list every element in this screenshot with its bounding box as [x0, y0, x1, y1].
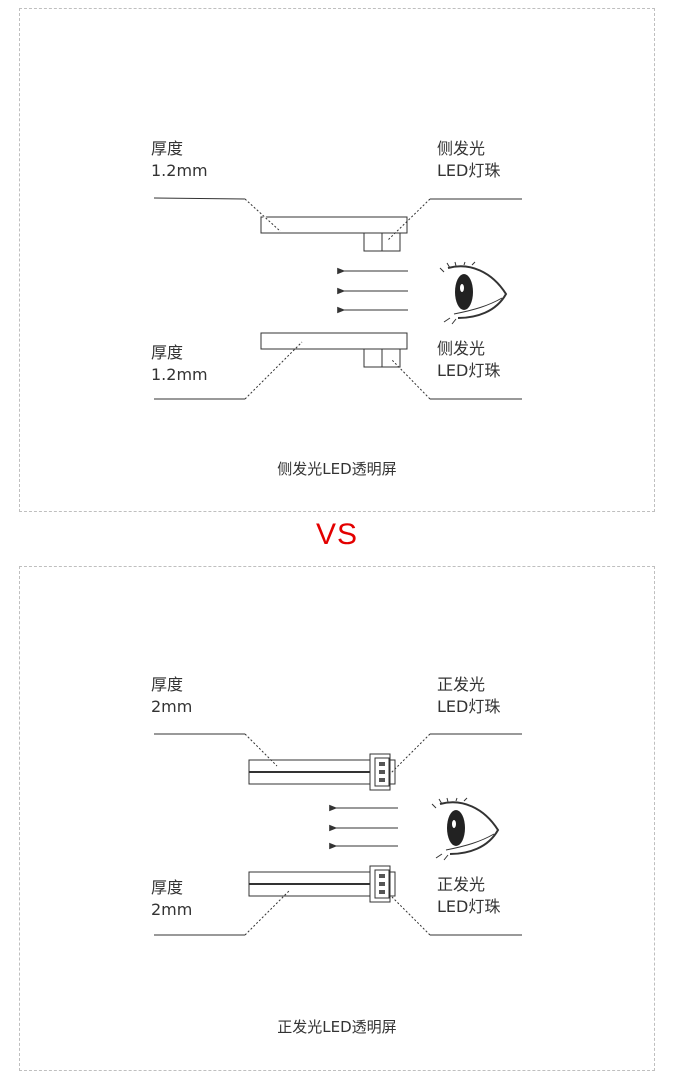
top-upper-led-label: 侧发光: [437, 139, 486, 158]
top-lower-thickness-label: 厚度: [151, 343, 184, 362]
eye-icon: [439, 261, 508, 325]
top-caption: 侧发光LED透明屏: [277, 460, 397, 478]
eye-icon: [431, 797, 500, 861]
top-upper-led-label-2: LED灯珠: [437, 161, 501, 180]
bottom-lower-thickness-value: 2mm: [151, 900, 193, 919]
bottom-lower-led-label: 正发光: [437, 875, 486, 894]
top-diagram: [153, 197, 522, 400]
top-lower-thickness-value: 1.2mm: [151, 365, 208, 384]
bottom-upper-led-label: 正发光: [437, 675, 486, 694]
top-panel: [19, 8, 655, 512]
top-lower-led-label: 侧发光: [437, 339, 486, 358]
top-lower-panel: [260, 332, 408, 350]
bottom-upper-thickness-value: 2mm: [151, 697, 193, 716]
top-lower-led: [363, 348, 383, 368]
bottom-lower-thickness-label: 厚度: [151, 878, 184, 897]
top-upper-panel: [260, 216, 408, 234]
bottom-upper-thickness-label: 厚度: [151, 675, 184, 694]
vs-label: VS: [315, 518, 359, 551]
top-upper-thickness-label: 厚度: [151, 139, 184, 158]
bottom-diagram: [154, 733, 522, 936]
top-upper-led: [363, 232, 383, 252]
bottom-lower-led-label-2: LED灯珠: [437, 897, 501, 916]
bottom-panel: [19, 566, 655, 1071]
top-upper-thickness-value: 1.2mm: [151, 161, 208, 180]
top-lower-led-label-2: LED灯珠: [437, 361, 501, 380]
bottom-upper-led-label-2: LED灯珠: [437, 697, 501, 716]
bottom-caption: 正发光LED透明屏: [277, 1018, 397, 1036]
